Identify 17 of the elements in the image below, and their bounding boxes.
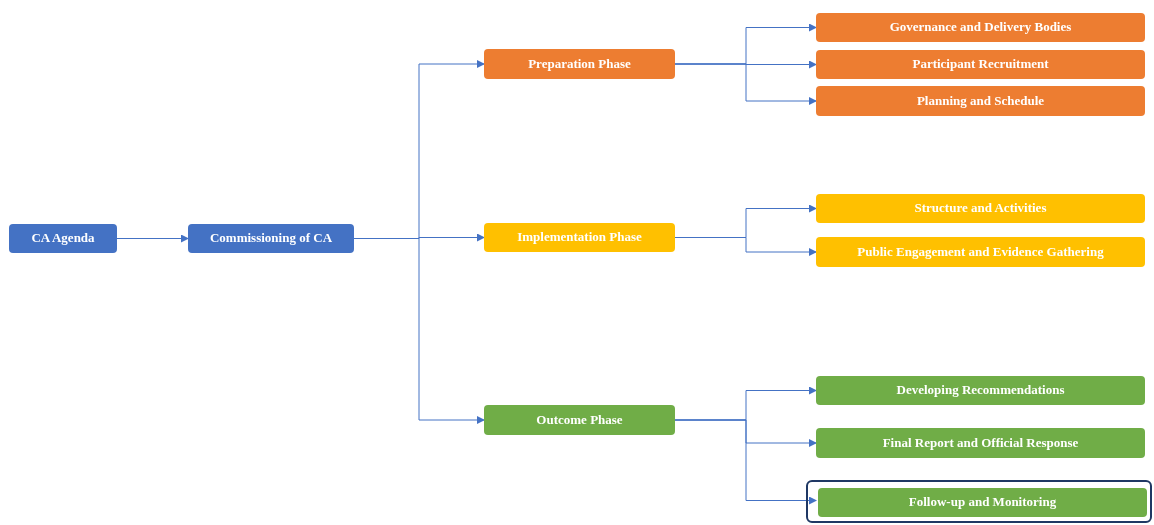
connector-arrow — [674, 419, 817, 505]
process-box: Participant Recruitment — [816, 50, 1145, 79]
process-box: Preparation Phase — [484, 49, 675, 79]
highlight-frame — [806, 480, 1152, 523]
process-box: Developing Recommendations — [816, 376, 1145, 405]
process-box: Final Report and Official Response — [816, 428, 1145, 458]
process-box: CA Agenda — [9, 224, 117, 253]
process-box: Structure and Activities — [816, 194, 1145, 223]
process-box: Follow-up and Monitoring — [818, 488, 1147, 517]
process-box: Planning and Schedule — [816, 86, 1145, 116]
connector-arrow — [674, 63, 817, 105]
process-box: Outcome Phase — [484, 405, 675, 435]
process-box: Implementation Phase — [484, 223, 675, 252]
process-box: Public Engagement and Evidence Gathering — [816, 237, 1145, 267]
process-box: Governance and Delivery Bodies — [816, 13, 1145, 42]
connector-arrow — [116, 234, 189, 243]
process-box: Commissioning of CA — [188, 224, 354, 253]
